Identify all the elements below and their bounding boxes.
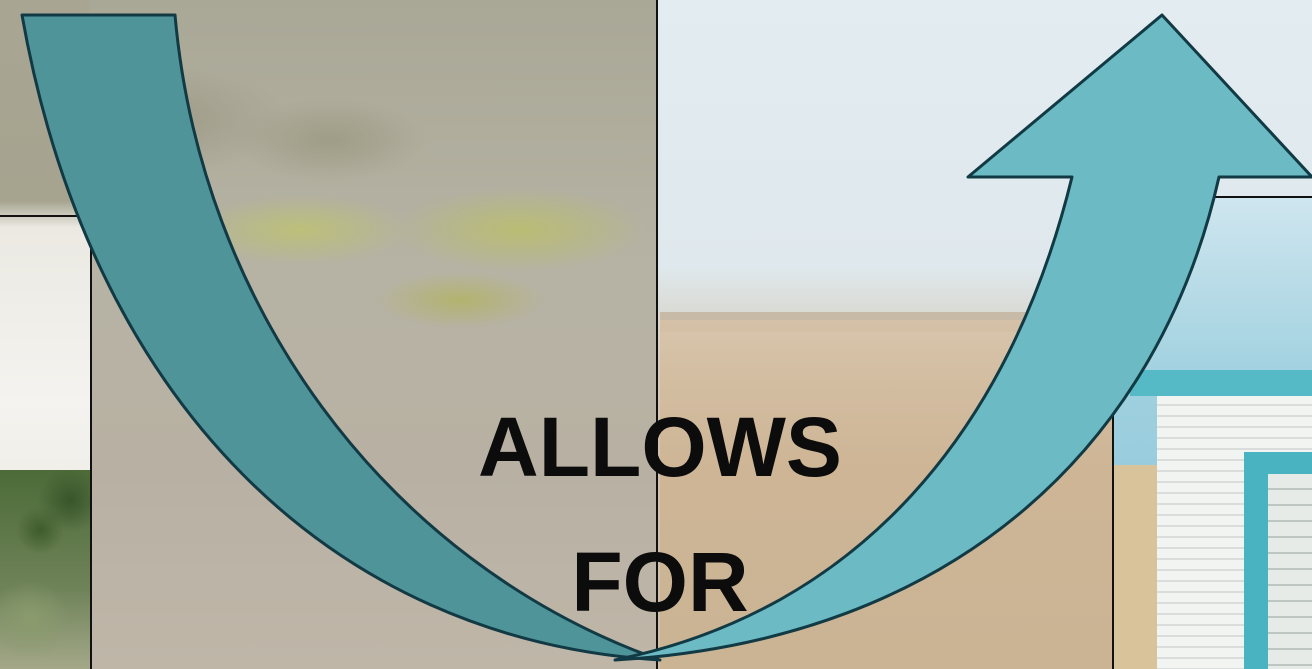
caption-allows: ALLOWS [410, 405, 910, 489]
caption-for: FOR [410, 540, 910, 624]
